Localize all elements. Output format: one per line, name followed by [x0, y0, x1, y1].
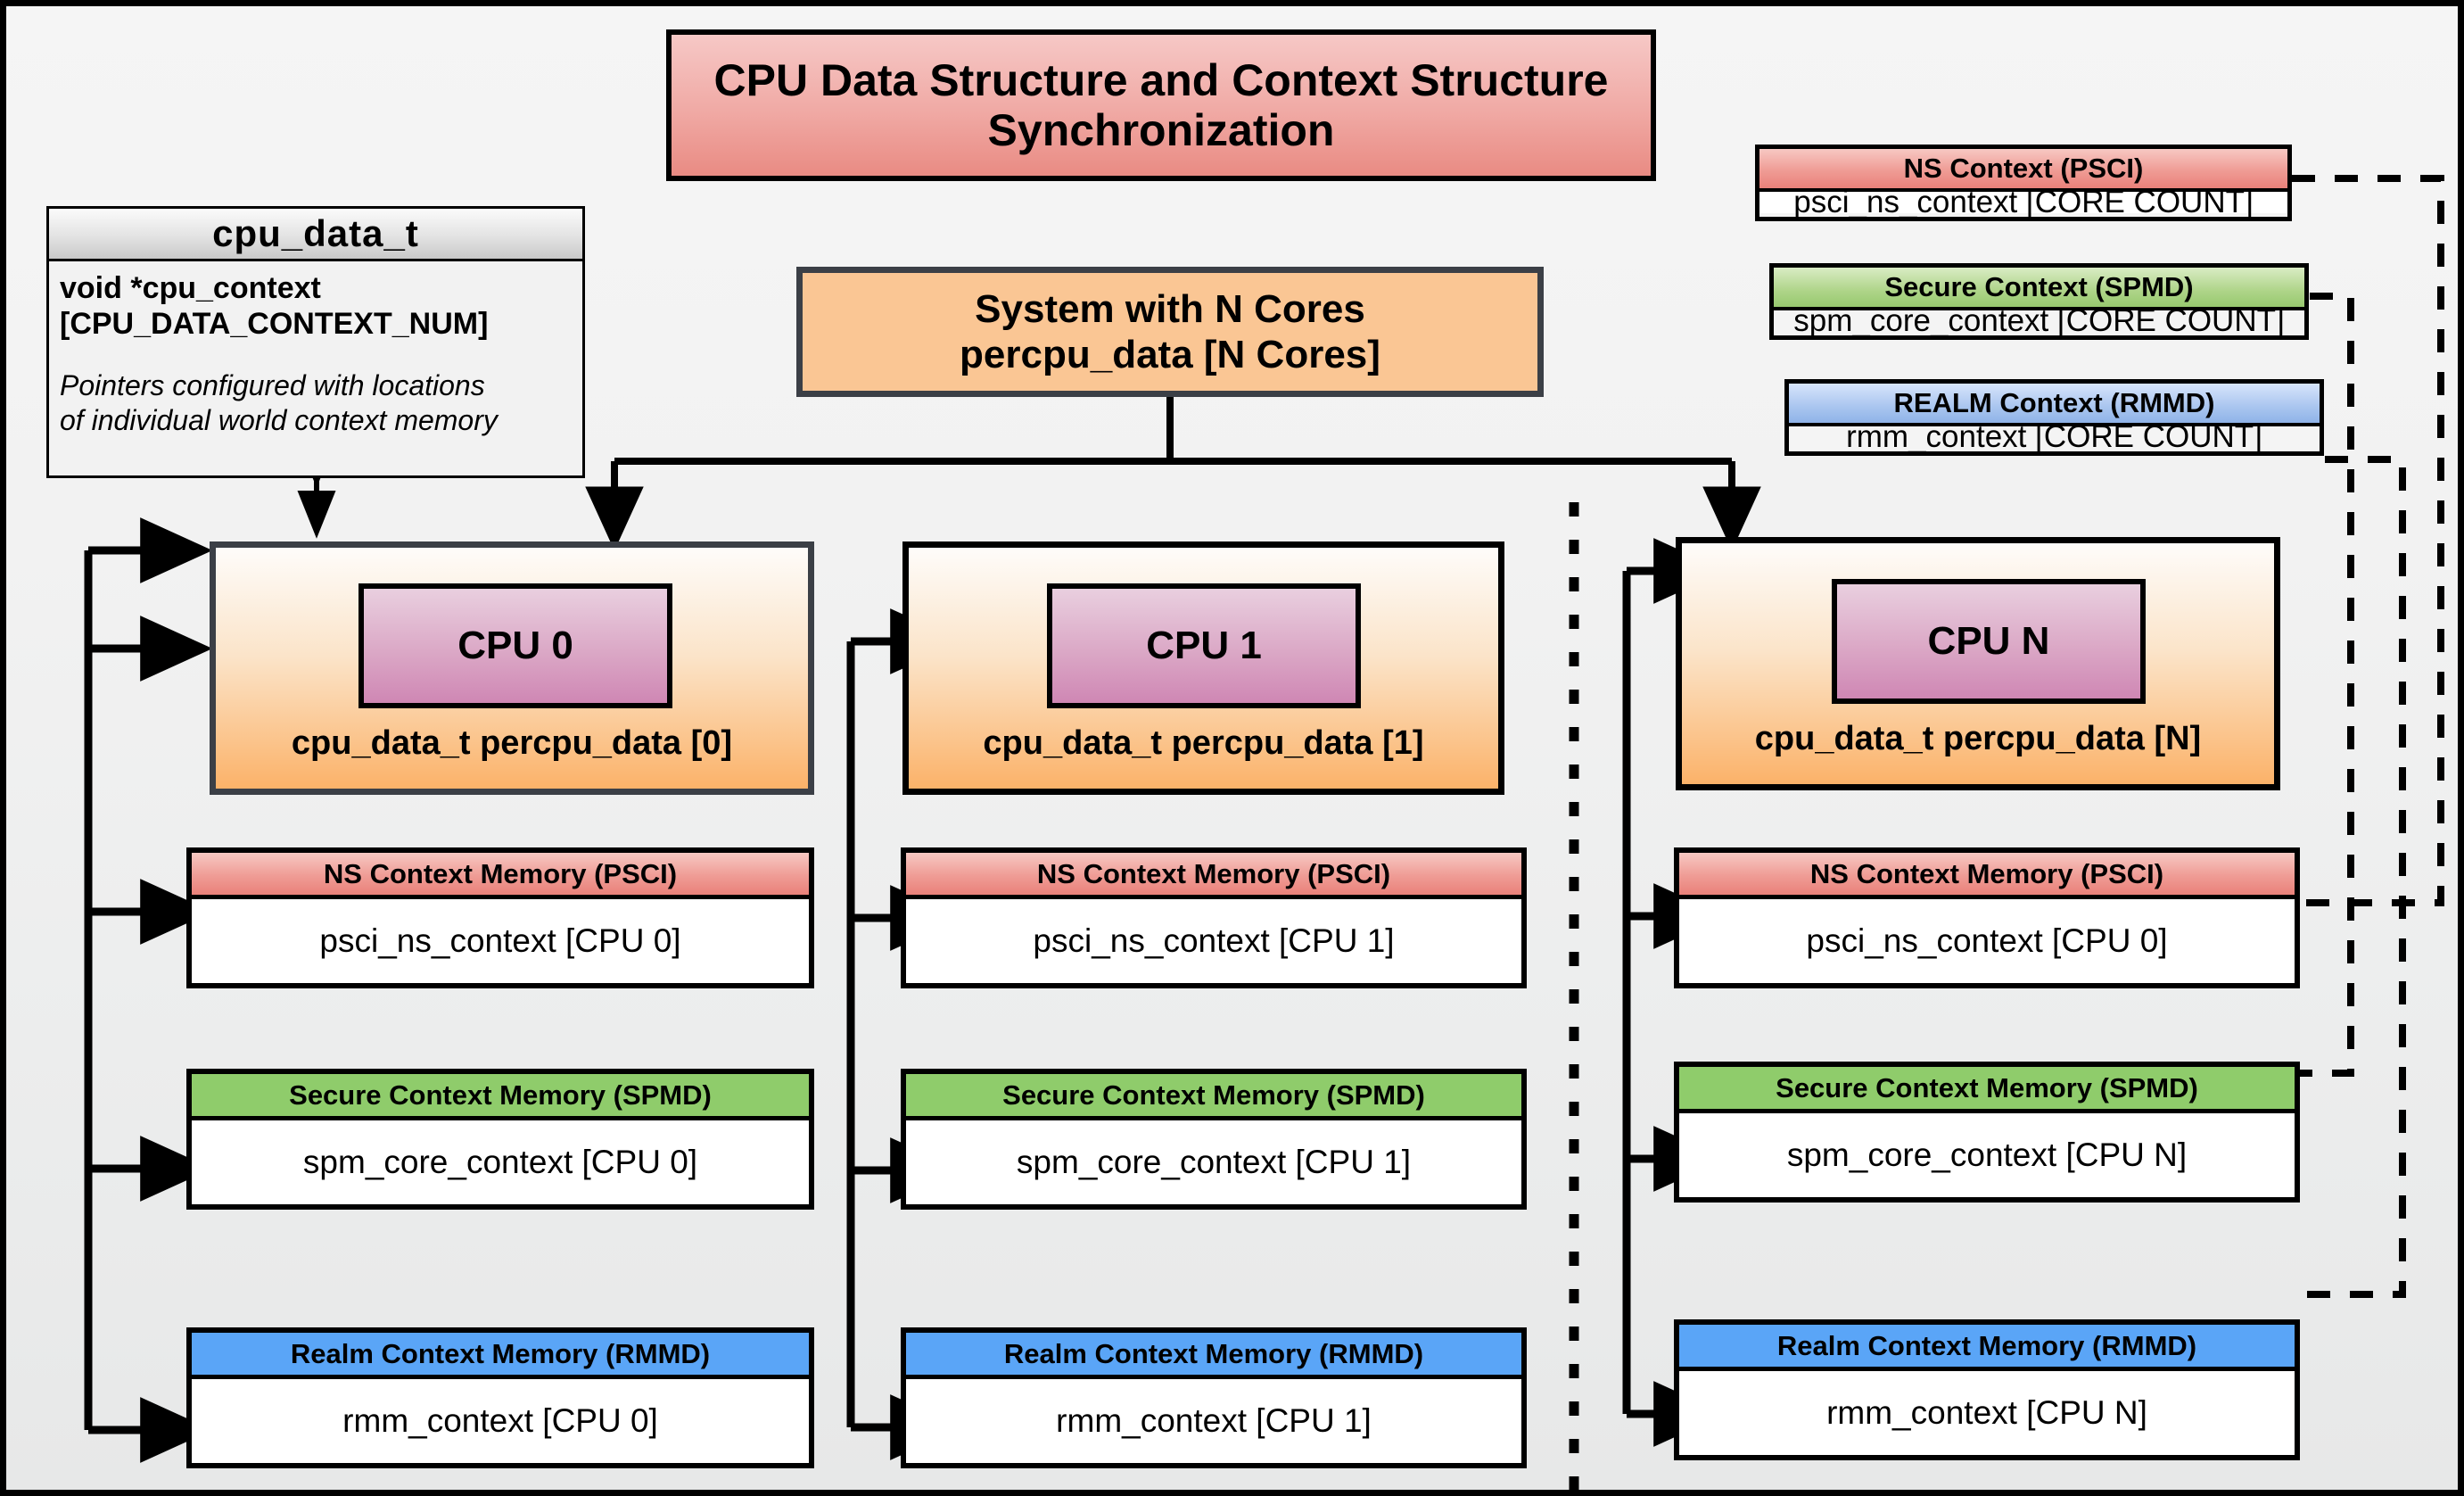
- cpu-data-t-field-line-1: void *cpu_context: [60, 271, 321, 305]
- cpu-chip-n-label: CPU N: [1927, 619, 2050, 663]
- global-context-realm-header-label: REALM Context (RMMD): [1893, 387, 2215, 418]
- memory-card-cpu0-secure-body-label: spm_core_context [CPU 0]: [302, 1144, 698, 1180]
- system-with-n-cores-box: System with N Cores percpu_data [N Cores…: [796, 267, 1544, 397]
- memory-card-cpu1-realm-header: Realm Context Memory (RMMD): [906, 1333, 1521, 1379]
- global-context-ns-body-label: psci_ns_context [CORE COUNT]: [1793, 185, 2254, 219]
- wire-global-realm-to-cpun: [2298, 456, 2406, 1298]
- memory-card-cpu0-secure-body: spm_core_context [CPU 0]: [192, 1120, 809, 1204]
- memory-card-cpu1-realm: Realm Context Memory (RMMD) rmm_context …: [901, 1327, 1527, 1468]
- memory-card-cpu1-ns-header: NS Context Memory (PSCI): [906, 853, 1521, 899]
- memory-card-cpu1-secure-body-label: spm_core_context [CPU 1]: [1016, 1144, 1412, 1180]
- memory-card-cpu0-ns: NS Context Memory (PSCI) psci_ns_context…: [186, 847, 814, 988]
- wire-global-ns-to-cpun: [2292, 175, 2444, 906]
- memory-card-cpun-ns: NS Context Memory (PSCI) psci_ns_context…: [1674, 847, 2300, 988]
- memory-card-cpu1-secure-header-label: Secure Context Memory (SPMD): [1002, 1079, 1425, 1111]
- memory-card-cpu0-realm-body: rmm_context [CPU 0]: [192, 1379, 809, 1463]
- cpu-chip-1: CPU 1: [1047, 583, 1361, 708]
- memory-card-cpun-realm-header-label: Realm Context Memory (RMMD): [1776, 1329, 2197, 1361]
- memory-card-cpu0-realm-body-label: rmm_context [CPU 0]: [342, 1402, 658, 1439]
- memory-card-cpu0-secure-header-label: Secure Context Memory (SPMD): [289, 1079, 712, 1111]
- cpu-chip-0-label: CPU 0: [457, 624, 573, 667]
- memory-card-cpu1-secure-header: Secure Context Memory (SPMD): [906, 1074, 1521, 1120]
- title-line-2: Synchronization: [987, 105, 1335, 155]
- memory-card-cpu0-realm: Realm Context Memory (RMMD) rmm_context …: [186, 1327, 814, 1468]
- cpu-caption-0: cpu_data_t percpu_data [0]: [291, 724, 733, 762]
- memory-card-cpun-secure: Secure Context Memory (SPMD) spm_core_co…: [1674, 1062, 2300, 1203]
- cpu-data-t-header: cpu_data_t: [49, 209, 582, 261]
- cpu-data-t-field-line-2: [CPU_DATA_CONTEXT_NUM]: [60, 307, 489, 342]
- diagram-frame: CPU Data Structure and Context Structure…: [6, 6, 2458, 1494]
- cpu-data-t-header-label: cpu_data_t: [212, 212, 419, 254]
- cpu-data-t-class-box: cpu_data_t void *cpu_context [CPU_DATA_C…: [46, 206, 585, 478]
- memory-card-cpu1-realm-header-label: Realm Context Memory (RMMD): [1003, 1337, 1424, 1369]
- cpu-caption-1: cpu_data_t percpu_data [1]: [983, 724, 1424, 762]
- global-context-realm-body-label: rmm_context [CORE COUNT]: [1846, 419, 2262, 454]
- cpu-block-0: CPU 0 cpu_data_t percpu_data [0]: [210, 541, 814, 795]
- cpu-block-n: CPU N cpu_data_t percpu_data [N]: [1676, 537, 2280, 790]
- memory-card-cpun-secure-header-label: Secure Context Memory (SPMD): [1776, 1071, 2198, 1103]
- memory-card-cpu1-realm-body-label: rmm_context [CPU 1]: [1056, 1402, 1372, 1439]
- memory-card-cpu0-secure-header: Secure Context Memory (SPMD): [192, 1074, 809, 1120]
- title-line-1: CPU Data Structure and Context Structure: [713, 55, 1609, 105]
- cpu-data-t-note-line-2: of individual world context memory: [60, 403, 498, 436]
- memory-card-cpu0-ns-header-label: NS Context Memory (PSCI): [323, 857, 678, 889]
- memory-card-cpu1-ns-body-label: psci_ns_context [CPU 1]: [1033, 922, 1395, 959]
- memory-card-cpun-realm-header: Realm Context Memory (RMMD): [1679, 1325, 2295, 1371]
- memory-card-cpu0-realm-header: Realm Context Memory (RMMD): [192, 1333, 809, 1379]
- memory-card-cpun-secure-body: spm_core_context [CPU N]: [1679, 1113, 2295, 1197]
- memory-card-cpun-realm-body: rmm_context [CPU N]: [1679, 1371, 2295, 1455]
- cpu-chip-n: CPU N: [1832, 579, 2146, 704]
- memory-card-cpu0-ns-body: psci_ns_context [CPU 0]: [192, 899, 809, 983]
- memory-card-cpu1-secure: Secure Context Memory (SPMD) spm_core_co…: [901, 1069, 1527, 1210]
- memory-card-cpun-ns-body: psci_ns_context [CPU 0]: [1679, 899, 2295, 983]
- cpu-caption-n: cpu_data_t percpu_data [N]: [1754, 720, 2202, 757]
- diagram-title: CPU Data Structure and Context Structure…: [666, 29, 1656, 181]
- memory-card-cpun-realm: Realm Context Memory (RMMD) rmm_context …: [1674, 1319, 2300, 1460]
- global-context-ns-header-label: NS Context (PSCI): [1903, 153, 2144, 184]
- cpu-chip-1-label: CPU 1: [1146, 624, 1262, 667]
- wire-system-tree: [585, 397, 1761, 551]
- cpu-chip-0: CPU 0: [358, 583, 672, 708]
- memory-card-cpun-ns-body-label: psci_ns_context [CPU 0]: [1806, 922, 2168, 959]
- global-context-secure-body-label: spm_core_context [CORE COUNT]: [1793, 303, 2285, 338]
- memory-card-cpun-ns-header-label: NS Context Memory (PSCI): [1809, 857, 2164, 889]
- global-context-card-realm: REALM Context (RMMD) rmm_context [CORE C…: [1784, 379, 2324, 456]
- memory-card-cpu1-secure-body: spm_core_context [CPU 1]: [906, 1120, 1521, 1204]
- global-context-card-ns: NS Context (PSCI) psci_ns_context [CORE …: [1755, 145, 2292, 221]
- system-line-2: percpu_data [N Cores]: [960, 333, 1380, 376]
- memory-card-cpu0-realm-header-label: Realm Context Memory (RMMD): [290, 1337, 711, 1369]
- global-context-realm-body: rmm_context [CORE COUNT]: [1789, 419, 2320, 454]
- memory-card-cpu1-ns-header-label: NS Context Memory (PSCI): [1036, 857, 1391, 889]
- global-context-ns-header: NS Context (PSCI): [1759, 149, 2287, 192]
- memory-card-cpun-secure-body-label: spm_core_context [CPU N]: [1786, 1136, 2188, 1173]
- global-context-secure-body: spm_core_context [CORE COUNT]: [1774, 303, 2304, 338]
- memory-card-cpu0-secure: Secure Context Memory (SPMD) spm_core_co…: [186, 1069, 814, 1210]
- cpu-data-t-note-line-1: Pointers configured with locations: [60, 369, 485, 402]
- wire-bracket-cpu0: [84, 517, 213, 1463]
- global-context-secure-header: Secure Context (SPMD): [1774, 268, 2304, 310]
- memory-card-cpu1-realm-body: rmm_context [CPU 1]: [906, 1379, 1521, 1463]
- memory-card-cpun-ns-header: NS Context Memory (PSCI): [1679, 853, 2295, 899]
- memory-card-cpu1-ns-body: psci_ns_context [CPU 1]: [906, 899, 1521, 983]
- global-context-ns-body: psci_ns_context [CORE COUNT]: [1759, 185, 2287, 219]
- global-context-card-secure: Secure Context (SPMD) spm_core_context […: [1769, 263, 2309, 340]
- global-context-realm-header: REALM Context (RMMD): [1789, 384, 2320, 426]
- cpu-data-t-body: void *cpu_context [CPU_DATA_CONTEXT_NUM]…: [49, 261, 582, 437]
- system-line-1: System with N Cores: [975, 286, 1365, 331]
- memory-card-cpu0-ns-header: NS Context Memory (PSCI): [192, 853, 809, 899]
- memory-card-cpun-secure-header: Secure Context Memory (SPMD): [1679, 1067, 2295, 1113]
- memory-card-cpu1-ns: NS Context Memory (PSCI) psci_ns_context…: [901, 847, 1527, 988]
- cpu-block-1: CPU 1 cpu_data_t percpu_data [1]: [902, 541, 1504, 795]
- memory-card-cpu0-ns-body-label: psci_ns_context [CPU 0]: [319, 922, 681, 959]
- global-context-secure-header-label: Secure Context (SPMD): [1884, 271, 2194, 302]
- memory-card-cpun-realm-body-label: rmm_context [CPU N]: [1826, 1394, 2147, 1431]
